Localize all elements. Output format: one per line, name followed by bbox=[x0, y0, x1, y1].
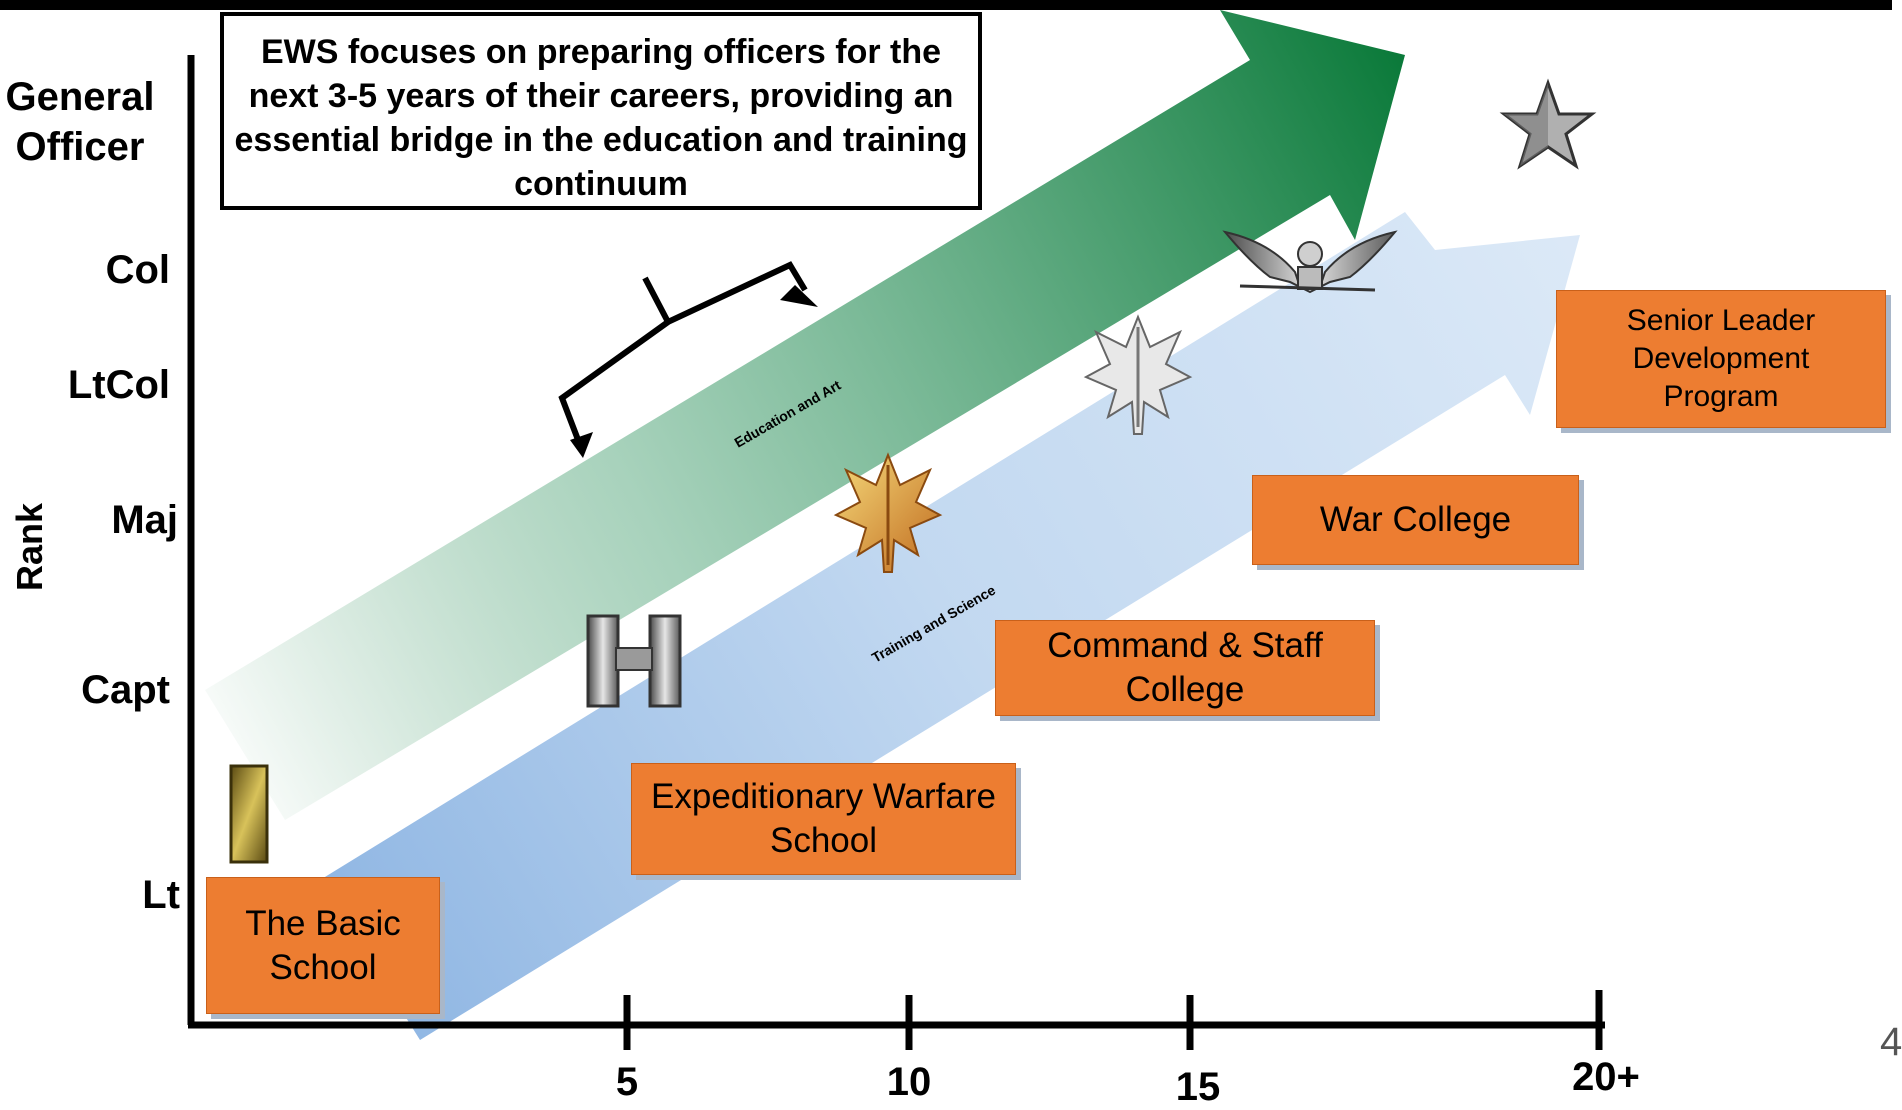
school-war-college: War College bbox=[1252, 475, 1579, 565]
top-border bbox=[0, 0, 1892, 10]
rank-maj: Maj bbox=[111, 498, 178, 542]
school-sldp-label: Senior Leader Development Program bbox=[1626, 304, 1816, 413]
school-command-staff: Command & Staff College bbox=[995, 620, 1375, 716]
school-basic-label: The Basic School bbox=[245, 903, 401, 987]
rank-ltcol: LtCol bbox=[67, 363, 170, 407]
rank-capt: Capt bbox=[81, 668, 170, 712]
school-expeditionary-warfare: Expeditionary Warfare School bbox=[631, 763, 1016, 875]
school-csc-label: Command & Staff College bbox=[1047, 626, 1323, 709]
school-ews-label: Expeditionary Warfare School bbox=[651, 777, 996, 860]
x-tick-label-10: 10 bbox=[886, 1060, 932, 1104]
x-tick-label-15: 15 bbox=[1175, 1065, 1221, 1109]
major-oak-leaf-icon bbox=[833, 452, 943, 573]
rank-lt: Lt bbox=[142, 873, 180, 917]
school-basic-school: The Basic School bbox=[206, 877, 440, 1014]
second-lieutenant-bar-icon bbox=[229, 764, 269, 864]
captain-bars-icon bbox=[586, 614, 682, 708]
x-tick-label-5: 5 bbox=[615, 1060, 639, 1104]
general-star-icon bbox=[1499, 78, 1597, 170]
page-number: 4 bbox=[1880, 1020, 1902, 1064]
school-war-label: War College bbox=[1319, 500, 1512, 539]
education-art-arrow bbox=[205, 10, 1405, 820]
ews-callout-box: EWS focuses on preparing officers for th… bbox=[220, 12, 982, 210]
career-span-brace bbox=[558, 261, 818, 458]
rank-general-officer: General Officer bbox=[5, 75, 155, 169]
school-senior-leader: Senior Leader Development Program bbox=[1556, 290, 1886, 428]
rank-col: Col bbox=[105, 248, 170, 292]
x-tick-label-20-plus: 20+ bbox=[1572, 1055, 1640, 1099]
lieutenant-colonel-oak-leaf-icon bbox=[1083, 314, 1193, 435]
colonel-eagle-icon bbox=[1222, 230, 1398, 294]
